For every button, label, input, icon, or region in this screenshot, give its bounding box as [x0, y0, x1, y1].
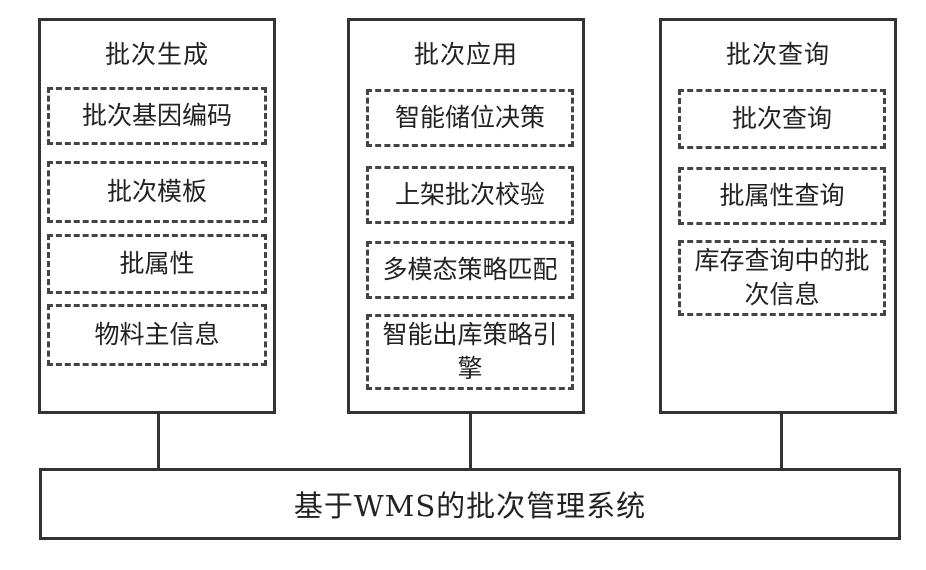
item-smart-slotting: 智能储位决策	[366, 89, 574, 147]
module-batch-query: 批次查询 批次查询 批属性查询 库存查询中的批次信息	[659, 18, 897, 414]
module-title: 批次生成	[41, 35, 273, 71]
module-title: 批次应用	[350, 35, 582, 71]
module-batch-application: 批次应用 智能储位决策 上架批次校验 多模态策略匹配 智能出库策略引擎	[347, 18, 585, 414]
item-batch-query: 批次查询	[678, 89, 886, 149]
item-attribute-query: 批属性查询	[678, 167, 886, 225]
item-multimodal-strategy: 多模态策略匹配	[366, 241, 574, 299]
item-inventory-batch-info: 库存查询中的批次信息	[678, 240, 886, 316]
item-batch-attribute: 批属性	[47, 234, 267, 294]
system-box: 基于WMS的批次管理系统	[39, 468, 901, 540]
module-batch-generation: 批次生成 批次基因编码 批次模板 批属性 物料主信息	[38, 18, 276, 414]
connector-line	[780, 414, 783, 470]
item-smart-outbound-engine: 智能出库策略引擎	[366, 314, 574, 390]
connector-line	[469, 414, 472, 470]
item-material-master: 物料主信息	[47, 304, 267, 366]
item-batch-template: 批次模板	[47, 161, 267, 223]
connector-line	[157, 414, 160, 470]
item-batch-gene-coding: 批次基因编码	[47, 87, 267, 145]
module-title: 批次查询	[662, 35, 894, 71]
item-putaway-check: 上架批次校验	[366, 166, 574, 224]
system-label: 基于WMS的批次管理系统	[294, 483, 646, 525]
